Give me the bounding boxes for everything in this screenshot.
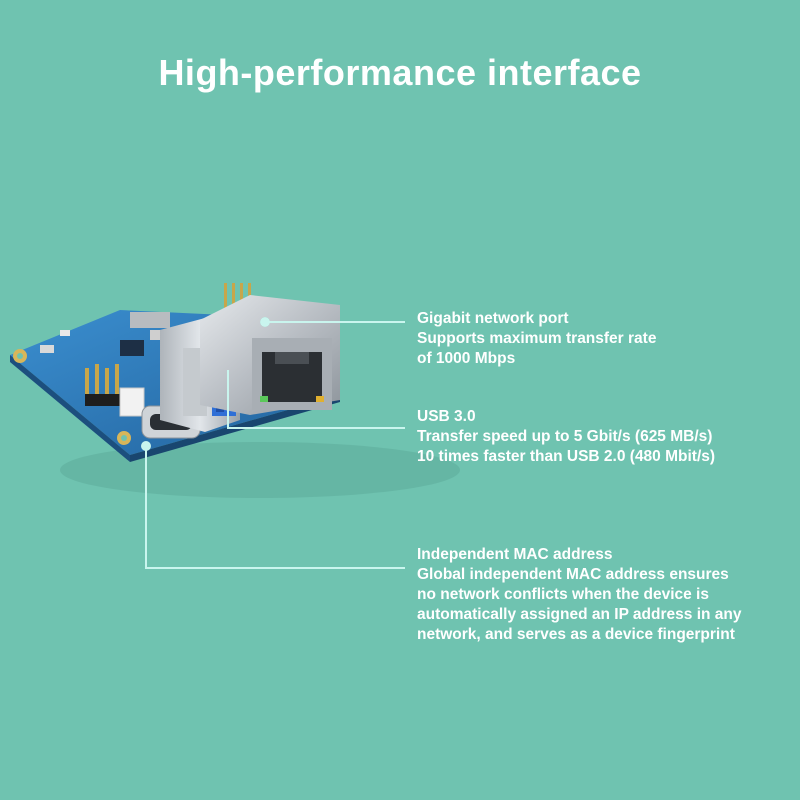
pcb-edge (10, 355, 130, 462)
board-shadow (60, 442, 460, 498)
feature-gigabit-network: Gigabit network port Supports maximum tr… (417, 309, 656, 369)
leader-line-mac (145, 446, 405, 569)
white-connector (119, 387, 145, 417)
feature-title: Independent MAC address (417, 546, 613, 563)
feature-line: network, and serves as a device fingerpr… (417, 626, 735, 643)
leader-lines (141, 317, 405, 569)
feature-mac-address: Independent MAC address Global independe… (417, 545, 741, 645)
page-title: High-performance interface (158, 52, 642, 93)
feature-line: Global independent MAC address ensures (417, 566, 729, 583)
leader-line-usb3 (227, 370, 405, 429)
feature-line: of 1000 Mbps (417, 350, 516, 367)
feature-line: Transfer speed up to 5 Gbit/s (625 MB/s) (417, 428, 713, 445)
feature-line: automatically assigned an IP address in … (417, 606, 742, 623)
pin-header (85, 364, 123, 406)
feature-title: USB 3.0 (417, 408, 476, 425)
feature-usb3: USB 3.0 Transfer speed up to 5 Gbit/s (6… (417, 407, 715, 467)
feature-line: 10 times faster than USB 2.0 (480 Mbit/s… (417, 448, 716, 465)
feature-line: Supports maximum transfer rate (417, 330, 657, 347)
feature-line: no network conflicts when the device is (417, 586, 709, 603)
feature-title: Gigabit network port (417, 310, 569, 327)
